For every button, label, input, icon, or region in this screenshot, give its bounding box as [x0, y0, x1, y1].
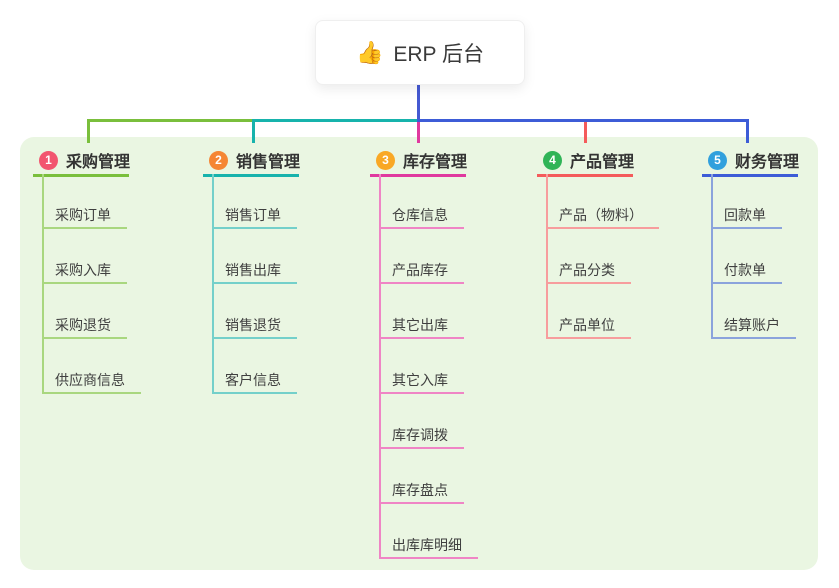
branch-trunk-line: [212, 174, 214, 394]
child-underline: [42, 282, 127, 284]
branches-panel: [20, 137, 818, 570]
branch-trunk-line: [42, 174, 44, 394]
branch-trunk-line: [546, 174, 548, 339]
child-node[interactable]: 回款单: [724, 207, 766, 223]
branch-riser-line: [252, 119, 255, 143]
child-underline: [212, 337, 297, 339]
child-underline: [711, 282, 782, 284]
child-underline: [379, 282, 464, 284]
child-node[interactable]: 供应商信息: [55, 372, 125, 388]
bus-segment-line: [252, 119, 420, 122]
branch-number-badge: 1: [39, 150, 58, 170]
child-underline: [711, 227, 782, 229]
branch-title-label: 销售管理: [236, 154, 301, 171]
child-underline: [546, 227, 659, 229]
branch-title-label: 产品管理: [570, 154, 635, 171]
branch-riser-line: [417, 119, 420, 143]
root-node[interactable]: 👍 ERP 后台: [315, 20, 525, 85]
child-node[interactable]: 库存调拨: [392, 427, 448, 443]
child-underline: [711, 337, 796, 339]
child-node[interactable]: 出库库明细: [392, 537, 462, 553]
child-node[interactable]: 产品分类: [559, 262, 615, 278]
child-underline: [379, 337, 464, 339]
child-node[interactable]: 产品（物料）: [559, 207, 643, 223]
branch-number-badge: 2: [209, 150, 228, 170]
branch-trunk-line: [711, 174, 713, 339]
child-node[interactable]: 仓库信息: [392, 207, 448, 223]
child-node[interactable]: 销售退货: [225, 317, 281, 333]
branch-riser-line: [584, 119, 587, 143]
branch-title-underline: [33, 174, 129, 177]
branch-title-underline: [370, 174, 466, 177]
branch-title-3[interactable]: 3 库存管理: [376, 149, 467, 171]
branch-title-4[interactable]: 4 产品管理: [543, 149, 634, 171]
child-node[interactable]: 产品单位: [559, 317, 615, 333]
child-node[interactable]: 其它入库: [392, 372, 448, 388]
branch-title-underline: [702, 174, 798, 177]
branch-title-1[interactable]: 1 采购管理: [39, 149, 130, 171]
branch-title-2[interactable]: 2 销售管理: [209, 149, 300, 171]
child-node[interactable]: 付款单: [724, 262, 766, 278]
child-underline: [546, 337, 631, 339]
child-node[interactable]: 客户信息: [225, 372, 281, 388]
branch-title-label: 财务管理: [735, 154, 800, 171]
branch-riser-line: [87, 119, 90, 143]
child-underline: [546, 282, 631, 284]
child-node[interactable]: 销售出库: [225, 262, 281, 278]
root-connector-line: [417, 83, 420, 119]
child-underline: [379, 447, 464, 449]
child-underline: [42, 392, 141, 394]
child-node[interactable]: 结算账户: [724, 317, 780, 333]
branch-riser-line: [746, 119, 749, 143]
child-node[interactable]: 采购退货: [55, 317, 111, 333]
branch-title-label: 采购管理: [66, 154, 131, 171]
child-underline: [379, 557, 478, 559]
branch-title-underline: [537, 174, 633, 177]
branch-number-badge: 5: [708, 150, 727, 170]
thumbs-up-icon: 👍: [355, 39, 384, 65]
branch-trunk-line: [379, 174, 381, 559]
child-underline: [42, 337, 127, 339]
root-title: ERP 后台: [393, 42, 485, 66]
branch-number-badge: 4: [543, 150, 562, 170]
bus-segment-line: [417, 119, 749, 122]
child-underline: [379, 227, 464, 229]
child-node[interactable]: 采购入库: [55, 262, 111, 278]
child-underline: [42, 227, 127, 229]
child-underline: [212, 282, 297, 284]
child-underline: [379, 392, 464, 394]
branch-title-5[interactable]: 5 财务管理: [708, 149, 799, 171]
child-node[interactable]: 采购订单: [55, 207, 111, 223]
branch-title-underline: [203, 174, 299, 177]
child-node[interactable]: 产品库存: [392, 262, 448, 278]
bus-segment-line: [87, 119, 255, 122]
child-node[interactable]: 销售订单: [225, 207, 281, 223]
child-underline: [379, 502, 464, 504]
child-underline: [212, 392, 297, 394]
branch-title-label: 库存管理: [403, 154, 468, 171]
child-node[interactable]: 库存盘点: [392, 482, 448, 498]
child-node[interactable]: 其它出库: [392, 317, 448, 333]
child-underline: [212, 227, 297, 229]
branch-number-badge: 3: [376, 150, 395, 170]
